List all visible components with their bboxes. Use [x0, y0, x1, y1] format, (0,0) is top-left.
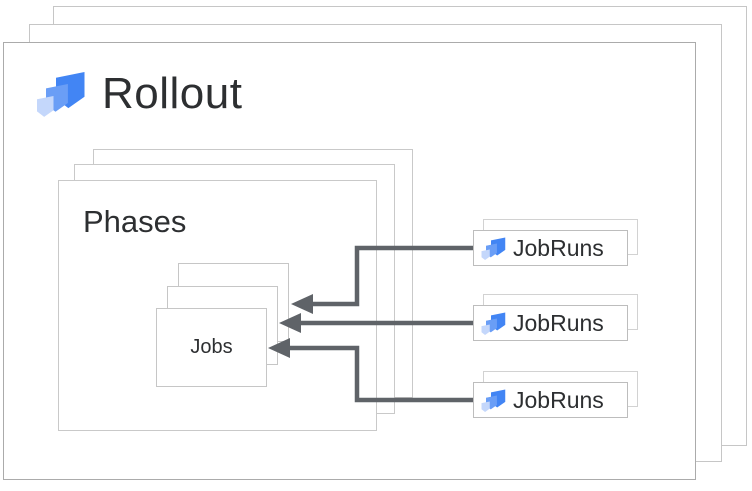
jobruns-card-front: JobRuns: [473, 305, 628, 341]
deploy-icon: [481, 389, 506, 412]
jobruns-card-front: JobRuns: [473, 382, 628, 418]
deploy-icon: [481, 312, 506, 335]
jobruns-group-2: JobRuns: [473, 294, 638, 341]
jobruns-label: JobRuns: [513, 309, 604, 336]
deploy-icon: [37, 72, 85, 117]
rollout-header: Rollout: [32, 69, 242, 119]
phases-label: Phases: [83, 204, 187, 239]
jobruns-label: JobRuns: [513, 234, 604, 261]
jobruns-label: JobRuns: [513, 386, 604, 413]
deploy-icon: [481, 237, 506, 260]
jobs-label: Jobs: [190, 336, 233, 358]
jobs-card-front: Jobs: [156, 308, 267, 387]
jobruns-group-3: JobRuns: [473, 371, 638, 418]
rollout-label: Rollout: [102, 69, 243, 118]
jobruns-card-front: JobRuns: [473, 230, 628, 266]
jobruns-group-1: JobRuns: [473, 219, 638, 266]
